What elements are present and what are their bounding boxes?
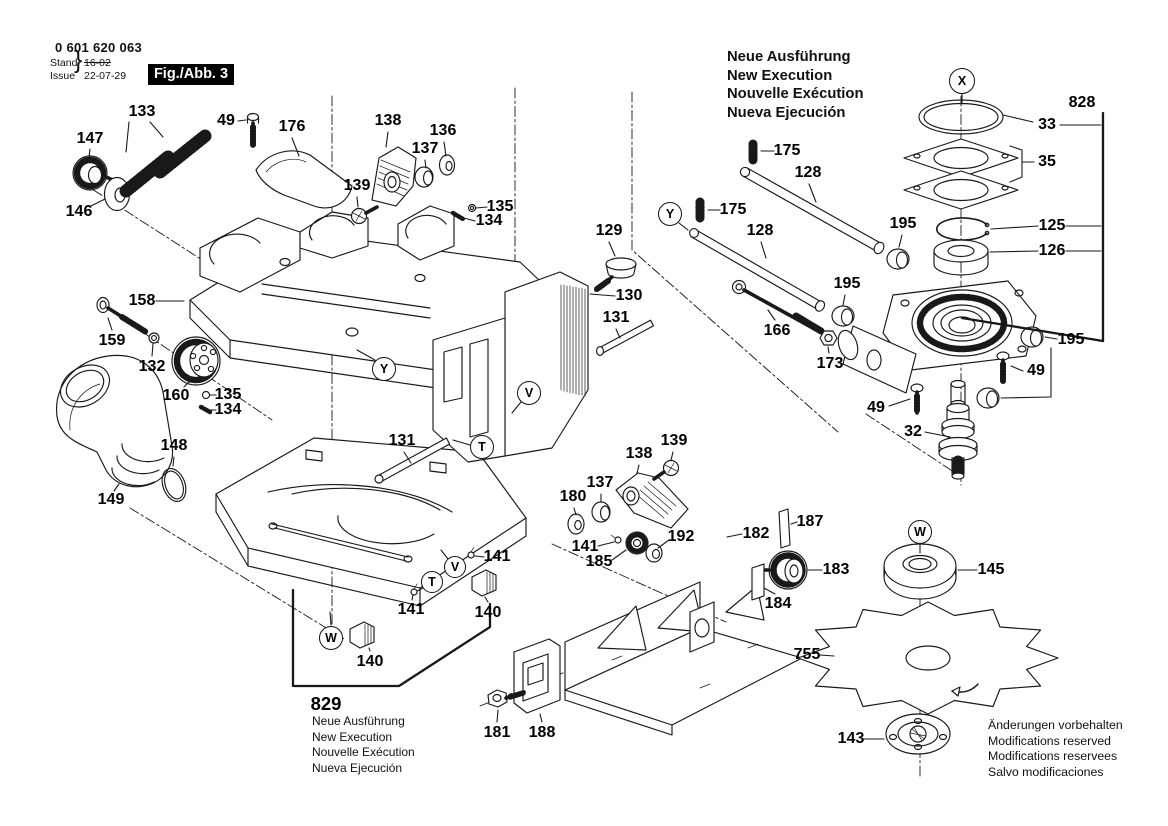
note-line: Nouvelle Exécution	[312, 745, 415, 759]
note-line: New Execution	[312, 729, 393, 744]
blade-group-drawing	[797, 543, 1059, 755]
gear-housing-drawing	[837, 280, 1044, 480]
stand-label: Stand	[50, 57, 78, 69]
issue-value: 22-07-29	[84, 70, 127, 82]
stand-value: 16-02	[84, 57, 111, 69]
stand-issue-block: Stand Issue } 16-02 22-07-29	[50, 48, 126, 83]
note-line: Modifications reserved	[988, 733, 1112, 748]
lever-bottom-drawing	[567, 459, 689, 563]
figure-label-box: Fig./Abb. 3	[148, 64, 234, 85]
bottom-fence-drawing	[487, 508, 808, 736]
new-execution-note-829: Neue Ausführung New Execution Nouvelle E…	[312, 714, 415, 776]
bearing-stack-drawing	[903, 99, 1105, 343]
note-line: Nueva Ejecución	[312, 760, 403, 775]
lever-top-drawing	[350, 146, 477, 225]
note-line: Neue Ausführung	[312, 714, 405, 728]
modifications-note: Änderungen vorbehalten Modifications res…	[988, 718, 1123, 780]
note-line: New Execution	[727, 67, 833, 84]
knob-cluster-drawing	[72, 112, 353, 212]
brace-glyph: }	[74, 46, 83, 74]
note-line: Salvo modificaciones	[988, 764, 1104, 779]
note-line: Modifications reservees	[988, 749, 1118, 763]
rods-drawing	[689, 139, 910, 346]
leader-lines	[88, 93, 1102, 740]
note-line: Nueva Ejecución	[727, 104, 846, 121]
angle-fence-drawing	[432, 257, 655, 463]
document-part-number: 0 601 620 063	[55, 40, 143, 55]
dust-elbow-drawing	[56, 354, 187, 502]
guide-rod-drawing	[374, 437, 451, 484]
new-execution-note-top: Neue Ausführung New Execution Nouvelle E…	[727, 48, 864, 122]
note-line: Neue Ausführung	[727, 49, 851, 65]
adjust-wheel-drawing	[96, 296, 221, 415]
note-line: Nouvelle Exécution	[727, 86, 864, 103]
note-line: Änderungen vorbehalten	[988, 718, 1123, 732]
clamps-drawing	[291, 546, 497, 688]
base-plate-drawing	[215, 437, 527, 607]
issue-label: Issue	[50, 70, 76, 82]
